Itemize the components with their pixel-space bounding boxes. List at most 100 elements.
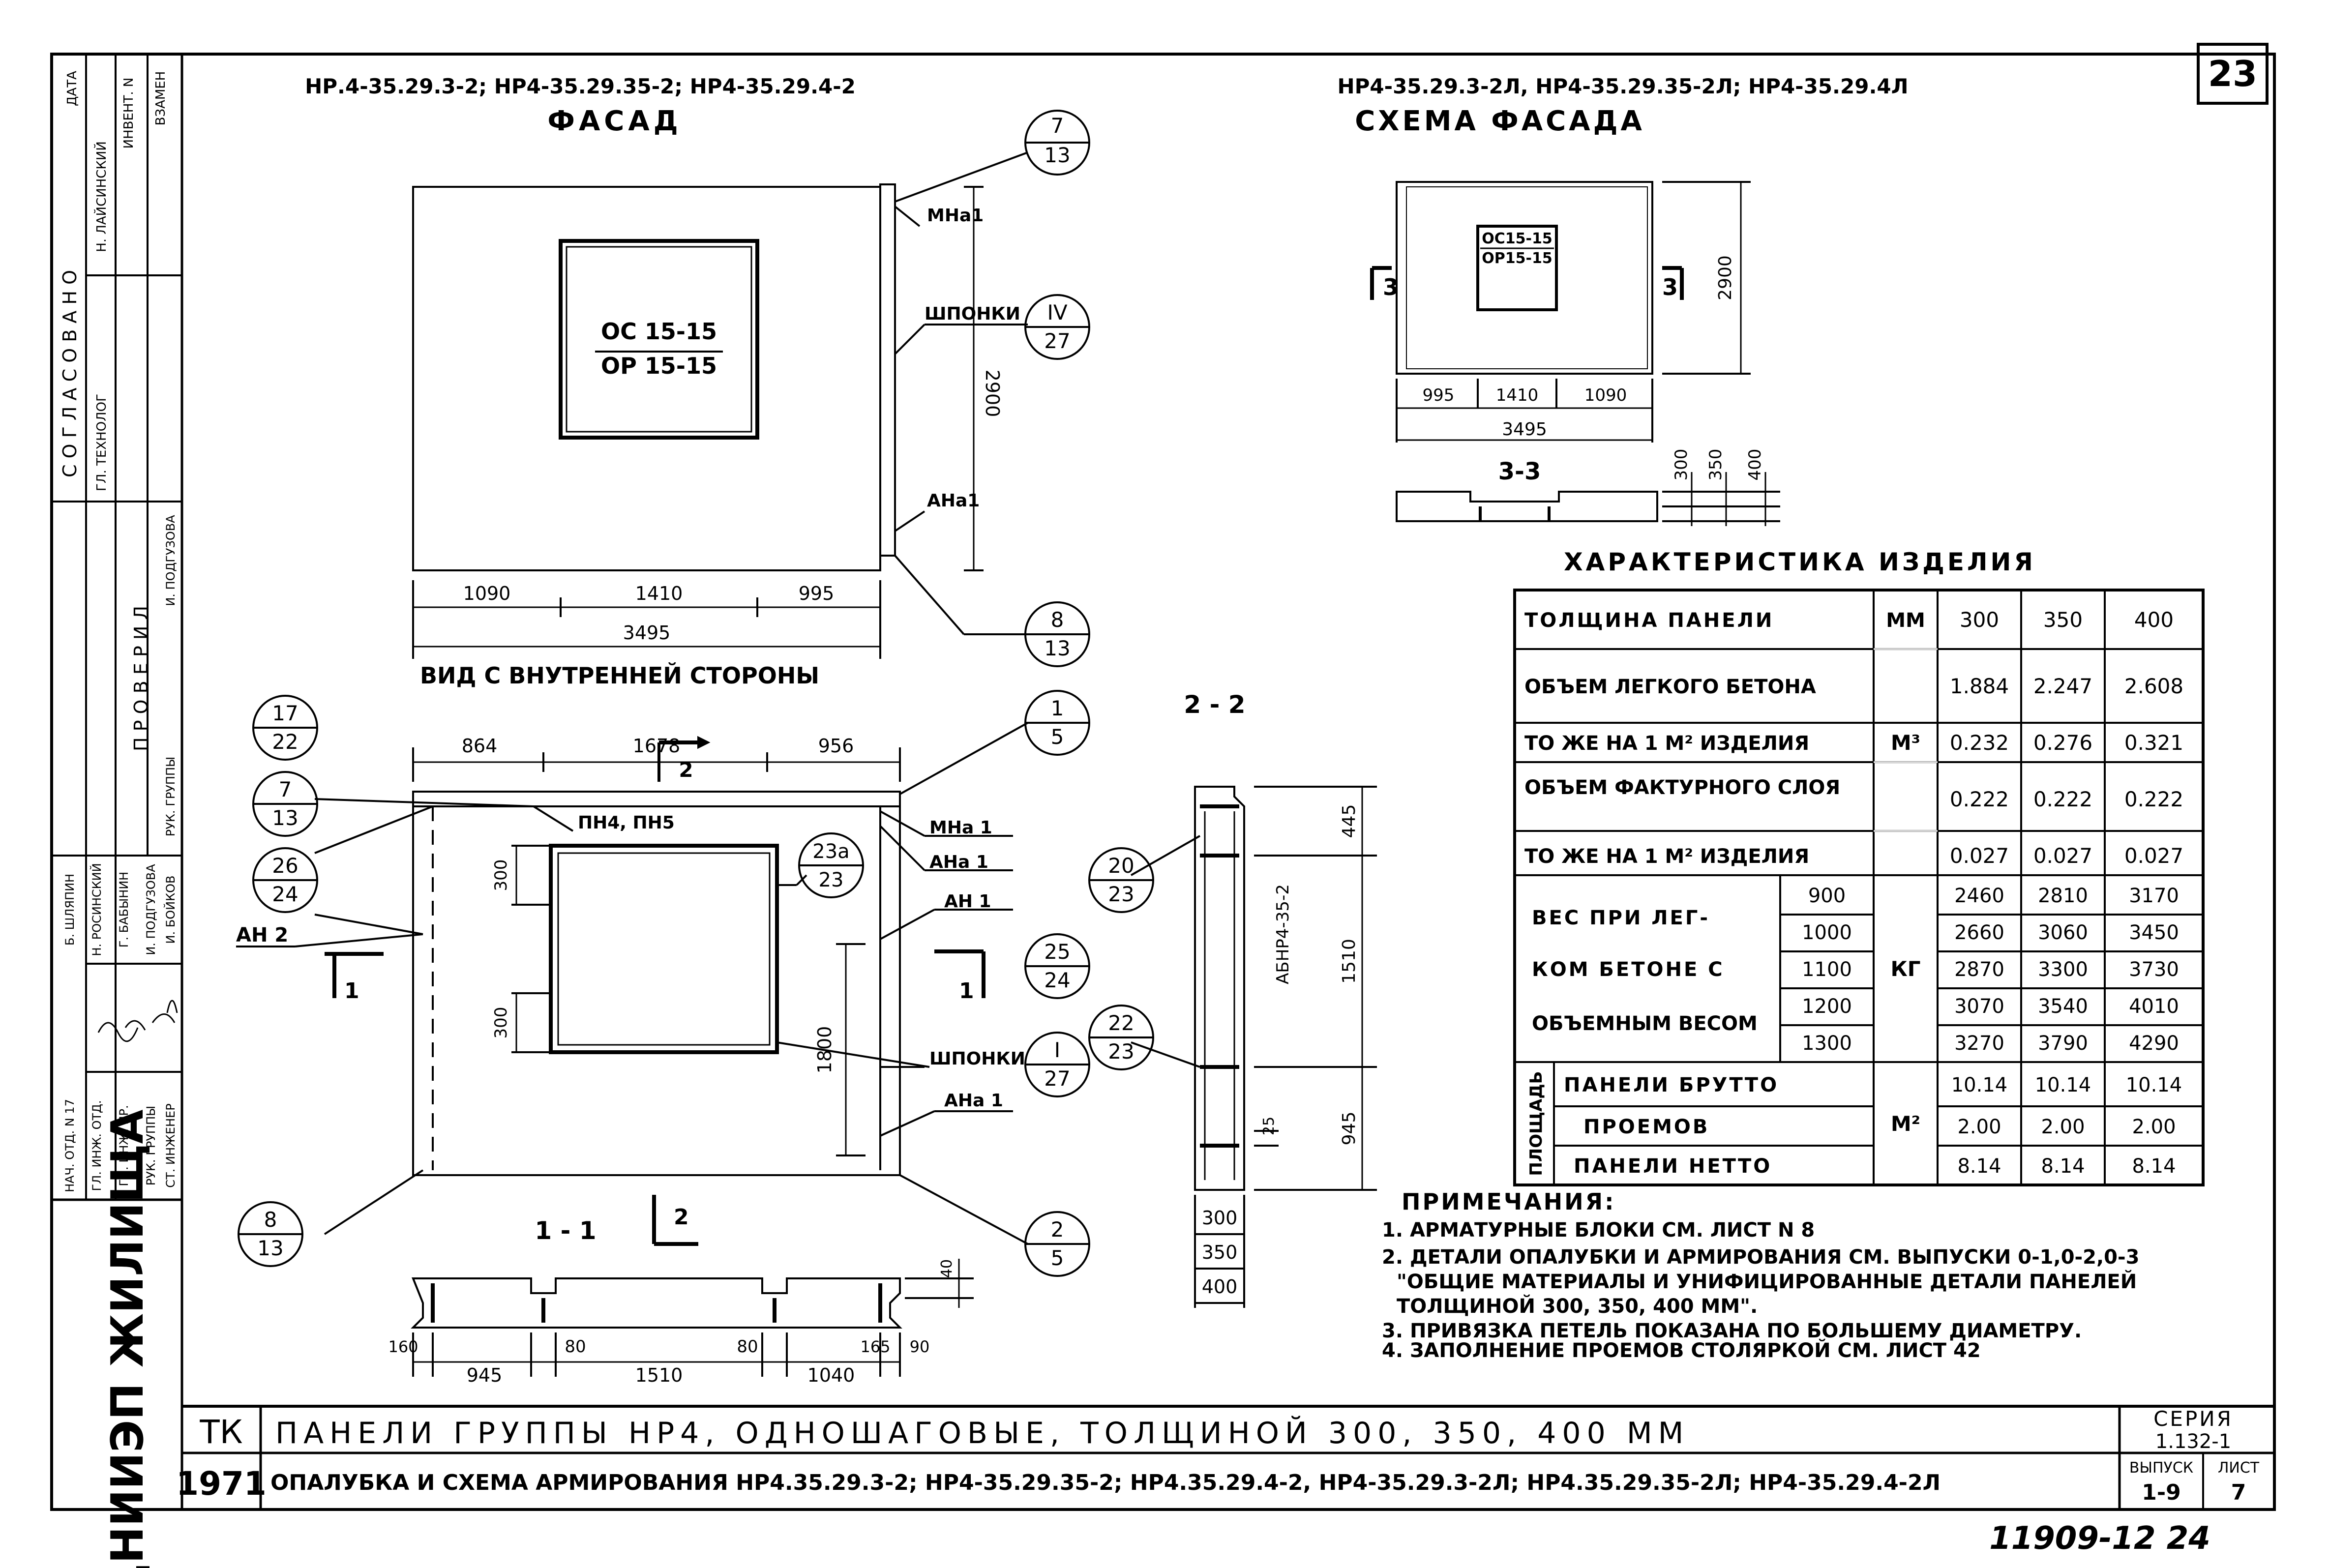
section-1-1-dim-165: 165 bbox=[860, 1337, 890, 1356]
facade-left: НР.4-35.29.3-2; НР4-35.29.35-2; НР4-35.2… bbox=[305, 74, 1028, 659]
svg-text:3730: 3730 bbox=[2129, 958, 2179, 981]
svg-text:13: 13 bbox=[257, 1236, 283, 1260]
page-number: 23 bbox=[2208, 53, 2257, 94]
approved-role-invent: ИНВЕНТ. N bbox=[121, 78, 136, 149]
characteristics-title: ХАРАКТЕРИСТИКА ИЗДЕЛИЯ bbox=[1564, 548, 2036, 576]
weight-unit: КГ bbox=[1890, 957, 1920, 981]
issue-value: 1-9 bbox=[2142, 1480, 2181, 1505]
inner-view-title: ВИД С ВНУТРЕННЕЙ СТОРОНЫ bbox=[420, 662, 819, 689]
facade-right-outline bbox=[1396, 181, 1653, 375]
svg-text:1300: 1300 bbox=[1802, 1032, 1852, 1055]
section-2-2: 2 - 2 АБНР4-35-2 445 1510 945 25 300 350… bbox=[1131, 690, 1377, 1308]
callout-7-13-facade: 7 13 bbox=[1024, 110, 1090, 176]
section-2-2-thickness-400: 400 bbox=[1202, 1276, 1238, 1298]
facade-left-total: 3495 bbox=[623, 622, 671, 644]
svg-text:10.14: 10.14 bbox=[1951, 1074, 2008, 1096]
weight-label-1: ВЕС ПРИ ЛЕГ- bbox=[1532, 907, 1710, 929]
section-2-2-dim-25: 25 bbox=[1260, 1117, 1278, 1135]
weight-row-1300: 1300 3270 3790 4290 bbox=[1802, 1032, 2179, 1055]
signature-name-4: И. ПОДГУЗОВА bbox=[144, 864, 158, 955]
svg-text:27: 27 bbox=[1044, 329, 1070, 353]
callout-20-23: 20 23 bbox=[1088, 847, 1154, 913]
page-number-box bbox=[2197, 43, 2269, 105]
svg-text:3790: 3790 bbox=[2038, 1032, 2088, 1055]
svg-text:2810: 2810 bbox=[2038, 885, 2088, 907]
facade-left-dim-3: 995 bbox=[799, 583, 835, 604]
callout-I-27: I 27 bbox=[1024, 1032, 1090, 1097]
approved-role-replaces: ВЗАМЕН bbox=[153, 71, 168, 126]
svg-text:2.00: 2.00 bbox=[1957, 1116, 2001, 1138]
section-2-2-title: 2 - 2 bbox=[1184, 690, 1245, 719]
row-facing-350: 0.222 bbox=[2033, 787, 2092, 811]
facade-right-height: 2900 bbox=[1715, 255, 1735, 300]
svg-text:22: 22 bbox=[1108, 1011, 1134, 1035]
row-thickness-label: ТОЛЩИНА ПАНЕЛИ bbox=[1524, 609, 1774, 632]
notes: ПРИМЕЧАНИЯ: 1. АРМАТУРНЫЕ БЛОКИ СМ. ЛИСТ… bbox=[1382, 1188, 2139, 1362]
svg-text:25: 25 bbox=[1044, 940, 1070, 964]
callout-22-23: 22 23 bbox=[1088, 1005, 1154, 1070]
signature-role-3: ГЛ. ИНЖ. ПР. bbox=[117, 1105, 131, 1186]
series-value: 1.132-1 bbox=[2155, 1430, 2231, 1453]
svg-text:I: I bbox=[1054, 1038, 1060, 1062]
row-facing-per-m2-350: 0.027 bbox=[2033, 844, 2092, 868]
svg-text:2.00: 2.00 bbox=[2041, 1116, 2085, 1138]
svg-text:23: 23 bbox=[1108, 1039, 1134, 1064]
facade-right-dim-2: 1410 bbox=[1496, 385, 1539, 405]
svg-text:22: 22 bbox=[272, 730, 298, 754]
svg-text:10.14: 10.14 bbox=[2126, 1074, 2182, 1096]
title-line-1: ПАНЕЛИ ГРУППЫ НР4, ОДНОШАГОВЫЕ, ТОЛЩИНОЙ… bbox=[275, 1415, 1689, 1450]
row-thickness-unit: ММ bbox=[1886, 609, 1925, 632]
inner-side-dim-2: 300 bbox=[491, 1007, 511, 1039]
weight-row-1000: 1000 2660 3060 3450 bbox=[1802, 921, 2179, 944]
facade-left-window-bottom: ОР 15-15 bbox=[601, 353, 717, 379]
row-facing-per-m2-label: ТО ЖЕ НА 1 М² ИЗДЕЛИЯ bbox=[1524, 845, 1809, 868]
approved-role-date: ДАТА bbox=[65, 71, 80, 106]
inner-label-mna: МНа 1 bbox=[929, 818, 992, 838]
callout-23a-23: 23а 23 bbox=[798, 832, 864, 898]
inner-dim-3: 956 bbox=[818, 735, 854, 757]
inner-view: ВИД С ВНУТРЕННЕЙ СТОРОНЫ 864 1678 956 2 … bbox=[236, 662, 1028, 1246]
section-1-1-dim-160: 160 bbox=[388, 1337, 418, 1356]
svg-text:3540: 3540 bbox=[2038, 995, 2088, 1018]
sheet-frame bbox=[50, 53, 2276, 1511]
facade-left-window bbox=[559, 239, 759, 440]
section-1-1-dim-80b: 80 bbox=[737, 1337, 758, 1357]
inner-panel-outline bbox=[412, 791, 901, 1176]
section-1-1-dim-40: 40 bbox=[938, 1259, 955, 1278]
signature-name-2: Н. РОСИНСКИЙ bbox=[90, 863, 104, 956]
row-thickness-300: 300 bbox=[1960, 608, 1999, 632]
weight-row-1200: 1200 3070 3540 4010 bbox=[1802, 995, 2179, 1018]
inner-dim-2: 1678 bbox=[633, 735, 681, 757]
row-volume-per-m2-300: 0.232 bbox=[1950, 731, 2009, 755]
weight-label-3: ОБЪЕМНЫМ ВЕСОМ bbox=[1532, 1012, 1758, 1035]
svg-text:900: 900 bbox=[1808, 885, 1846, 907]
svg-text:1200: 1200 bbox=[1802, 995, 1852, 1018]
facade-right-section-mark-left: 3 bbox=[1383, 274, 1399, 300]
facade-right-window bbox=[1476, 225, 1558, 311]
svg-text:4010: 4010 bbox=[2129, 995, 2179, 1018]
checked-role-name: И. ПОДГУЗОВА bbox=[164, 515, 178, 606]
row-facing-400: 0.222 bbox=[2124, 787, 2183, 811]
area-unit: М² bbox=[1891, 1112, 1920, 1136]
title-year: 1971 bbox=[176, 1465, 267, 1503]
svg-text:4290: 4290 bbox=[2129, 1032, 2179, 1055]
approved-header: С О Г Л А С О В А Н О bbox=[59, 270, 81, 477]
checked-role-head: РУК. ГРУППЫ bbox=[164, 757, 178, 836]
svg-text:IV: IV bbox=[1047, 300, 1067, 325]
callouts: 7 13 IV 27 8 13 17 22 7 13 26 24 bbox=[238, 110, 1154, 1277]
svg-text:2870: 2870 bbox=[1954, 958, 2004, 981]
row-facing-label: ОБЪЕМ ФАКТУРНОГО СЛОЯ bbox=[1524, 776, 1840, 799]
section-1-1-profile bbox=[411, 1277, 902, 1329]
svg-text:13: 13 bbox=[272, 806, 298, 830]
svg-text:3450: 3450 bbox=[2129, 921, 2179, 944]
row-volume-350: 2.247 bbox=[2033, 674, 2092, 698]
svg-text:13: 13 bbox=[1044, 636, 1070, 660]
section-1-1: 1 - 1 40 160 945 80 1510 80 1040 165 90 bbox=[388, 1216, 974, 1386]
note-line-2: 2. ДЕТАЛИ ОПАЛУБКИ И АРМИРОВАНИЯ СМ. ВЫП… bbox=[1382, 1246, 2139, 1269]
svg-text:27: 27 bbox=[1044, 1066, 1070, 1091]
section-1-1-dim-80a: 80 bbox=[565, 1337, 586, 1357]
svg-text:2460: 2460 bbox=[1954, 885, 2004, 907]
signature-name-3: Г. БАБЫНИН bbox=[117, 872, 131, 947]
svg-text:10.14: 10.14 bbox=[2035, 1074, 2091, 1096]
notes-title: ПРИМЕЧАНИЯ: bbox=[1402, 1188, 1616, 1215]
